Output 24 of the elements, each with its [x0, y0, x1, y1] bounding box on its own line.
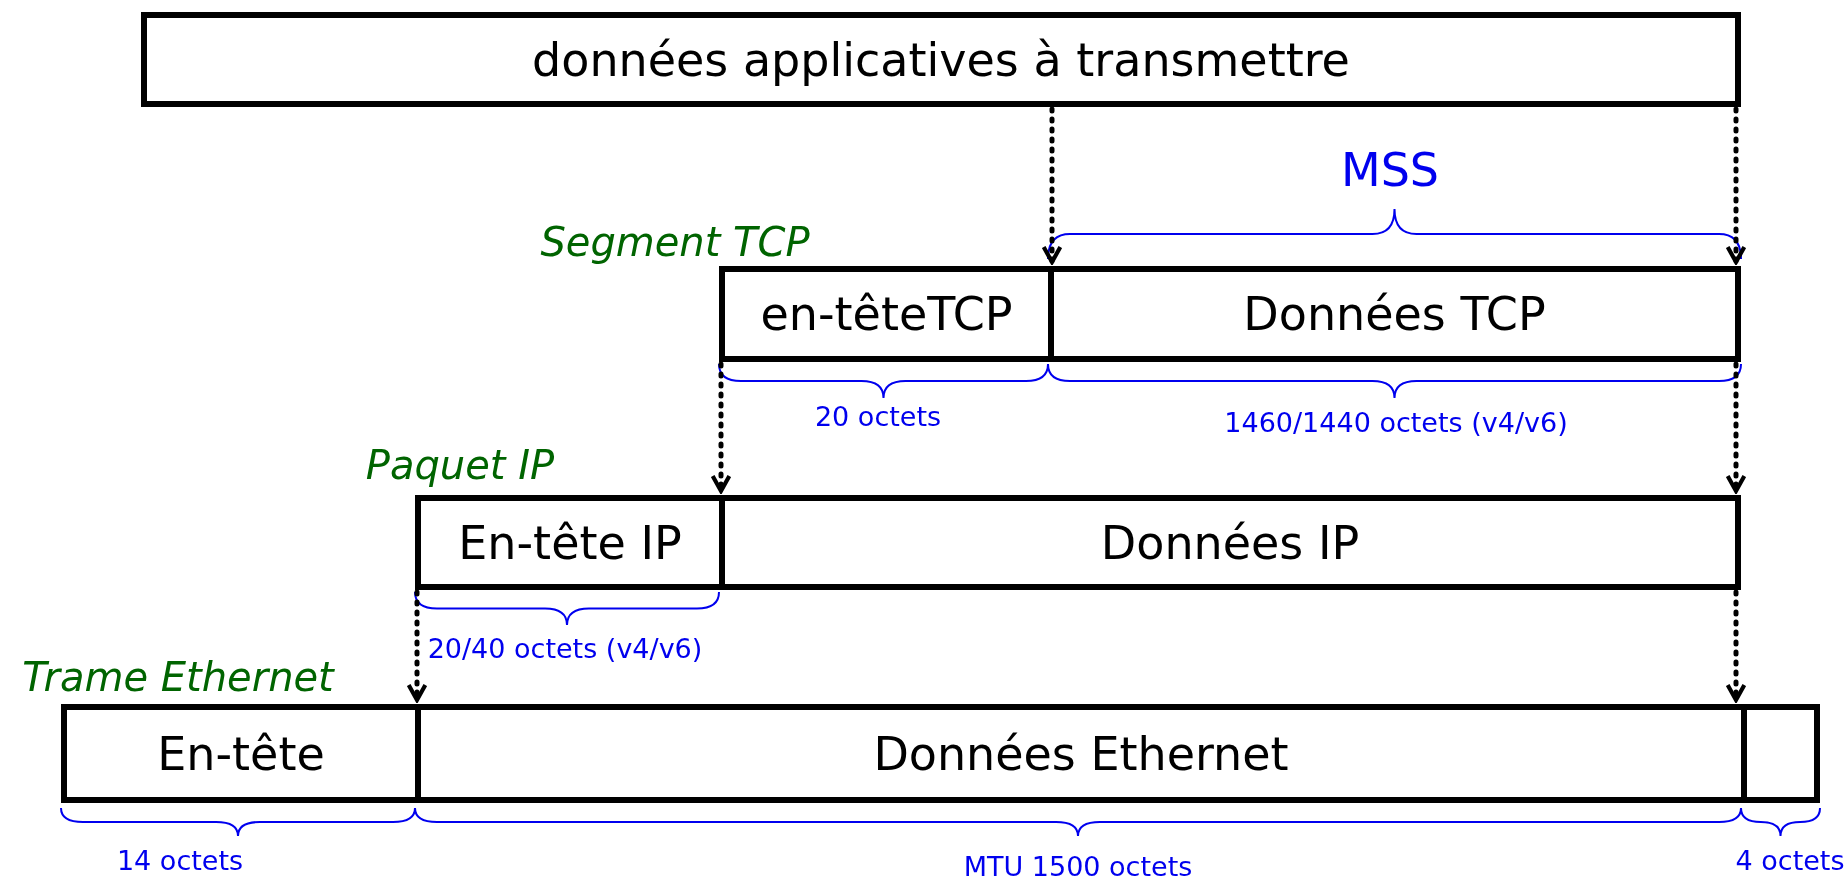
layer-name: Segment TCP	[540, 219, 810, 265]
size-label: 20 octets	[814, 400, 942, 432]
arrow	[1041, 106, 1063, 265]
size-label: 4 octets	[1735, 844, 1845, 876]
arrow	[1725, 589, 1747, 703]
size-label: 1460/1440 octets (v4/v6)	[1224, 406, 1568, 438]
field-box	[141, 12, 1741, 107]
arrow	[1725, 361, 1747, 494]
arrow	[1725, 106, 1747, 265]
layer-name: Paquet IP	[365, 442, 555, 488]
field-name: Données IP	[1100, 515, 1360, 570]
field-name: Données Ethernet	[873, 726, 1289, 781]
layer-name: Trame Ethernet	[22, 654, 334, 700]
size-label: 20/40 octets (v4/v6)	[427, 632, 703, 664]
field-name: données applicatives à transmettre	[532, 32, 1350, 87]
size-label: MTU 1500 octets	[963, 850, 1193, 880]
field-name: en-têteTCP	[760, 287, 1013, 341]
field-name: Données TCP	[1243, 287, 1546, 341]
size-label: MSS	[1340, 143, 1440, 197]
arrow	[406, 589, 428, 703]
field-name: En-tête	[157, 726, 325, 781]
arrow	[710, 361, 732, 494]
size-label: 14 octets	[116, 844, 244, 876]
field-name: En-tête IP	[458, 515, 682, 570]
